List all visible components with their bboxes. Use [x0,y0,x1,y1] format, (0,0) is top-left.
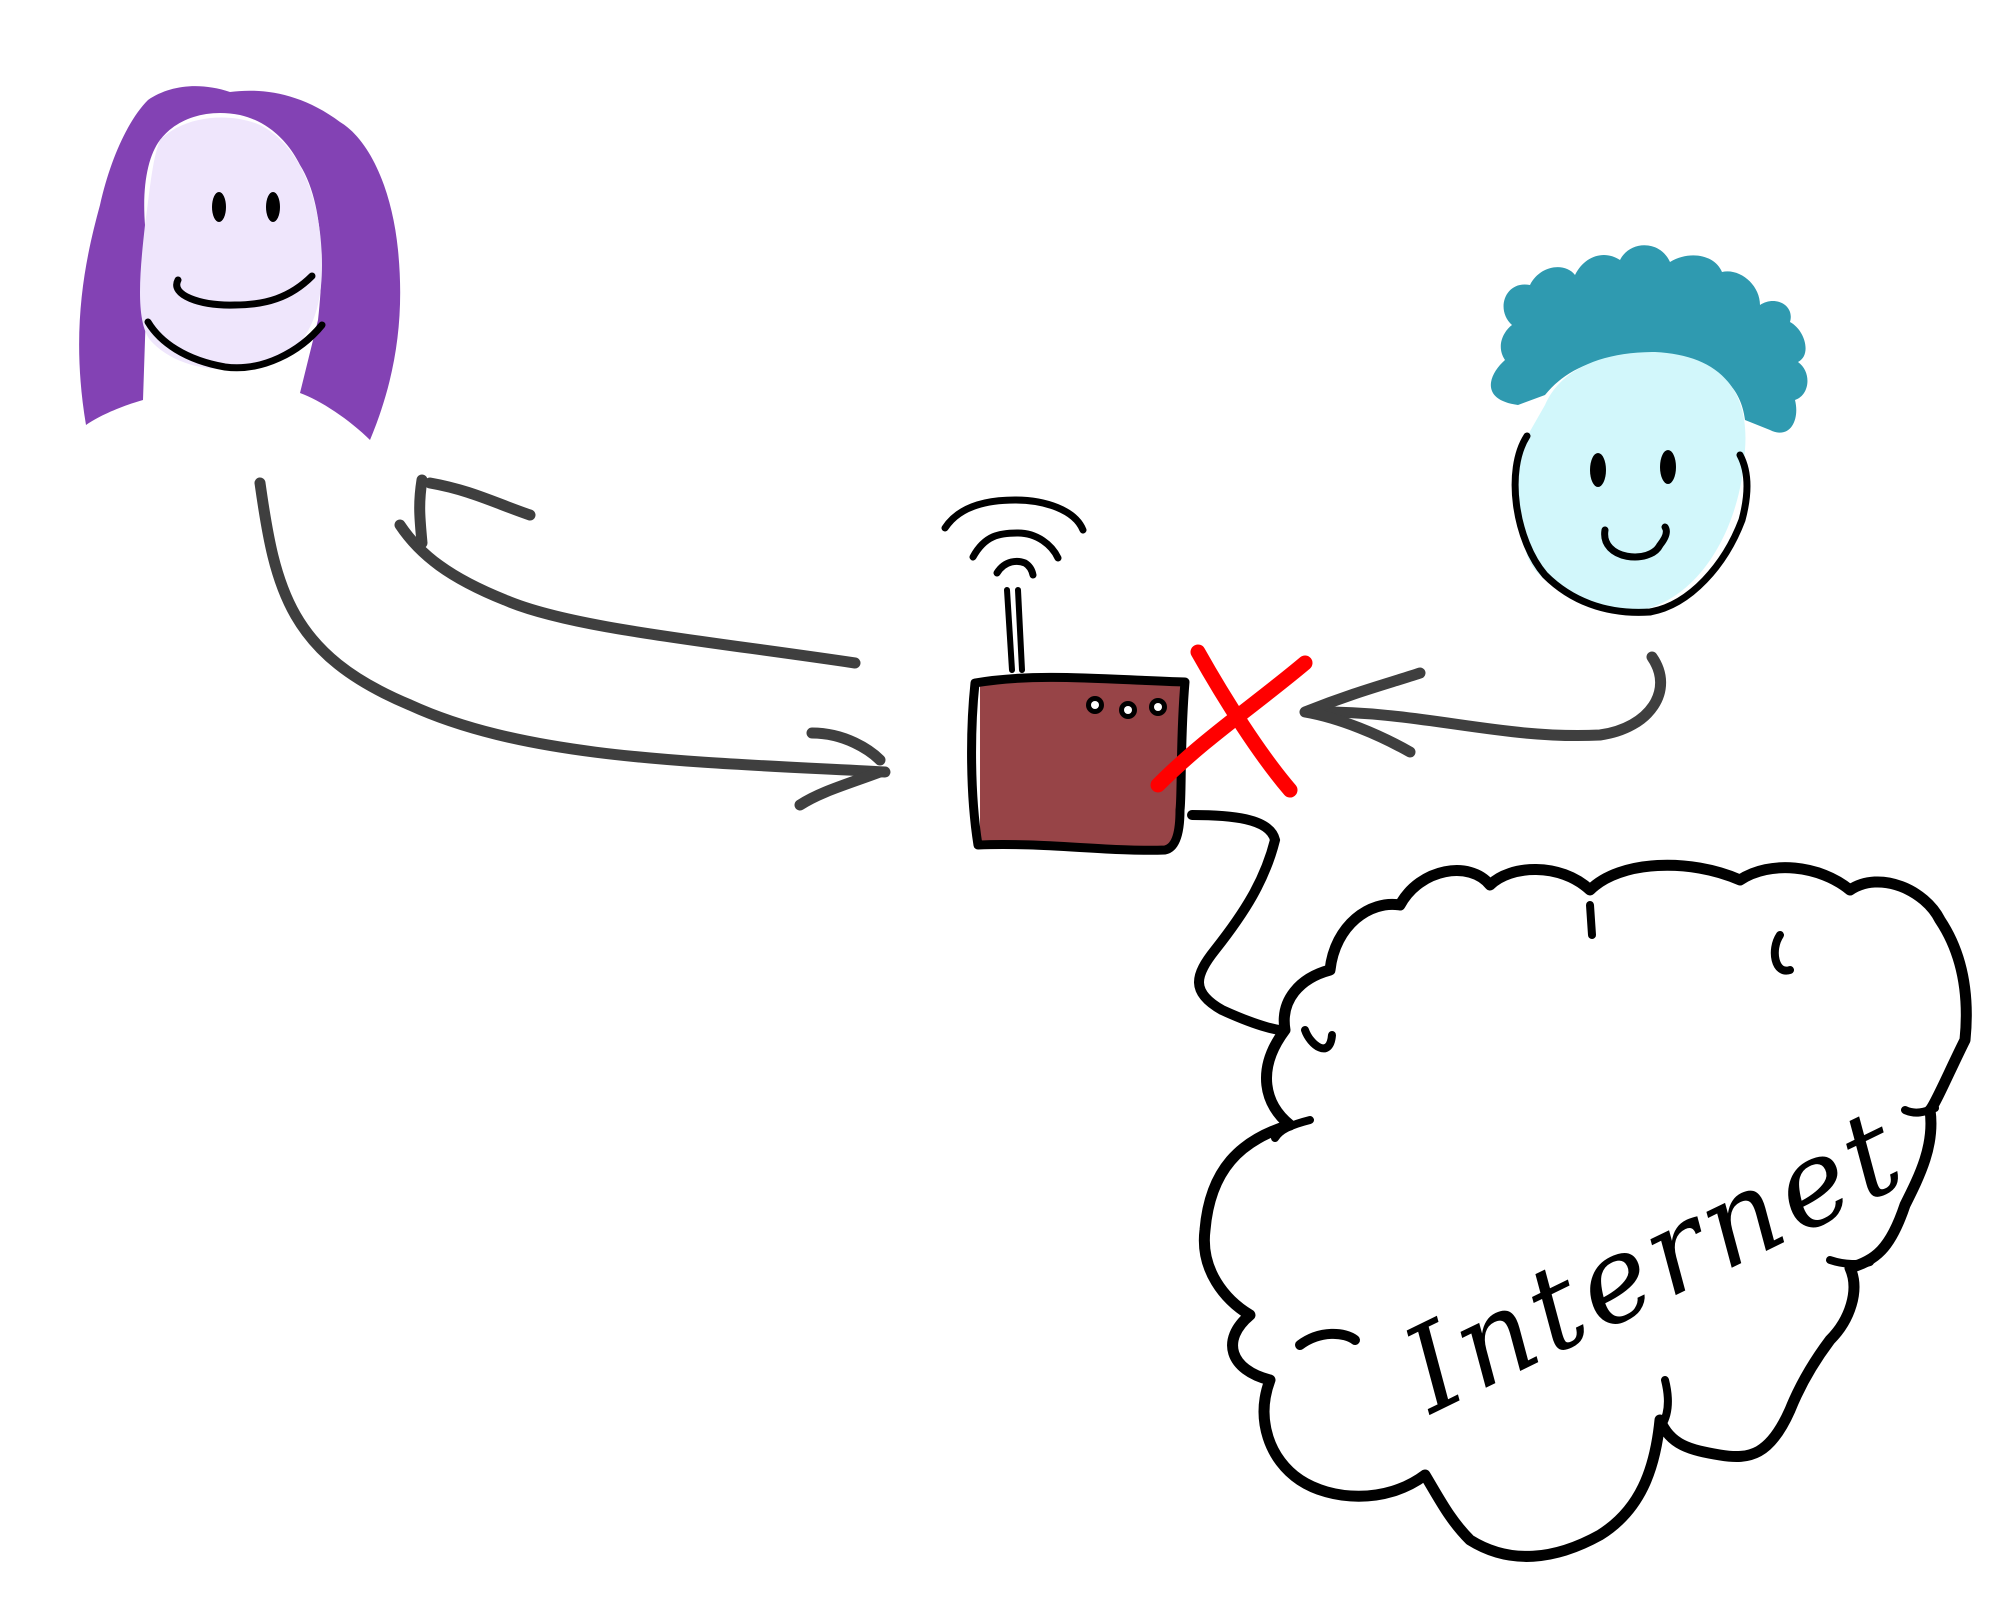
arrow-bob-to-router-head [1299,667,1426,758]
person-bob [1490,245,1808,616]
person-alice [79,86,401,440]
wifi-arc-middle [969,529,1062,562]
router-cloud-cable [1187,810,1308,1038]
alice-face [140,117,322,370]
router-body [980,675,1182,850]
bob-hair [1490,245,1808,433]
blocked-x-icon [1150,644,1313,798]
bob-left-eye [1590,453,1606,487]
alice-left-eye [212,192,226,222]
wifi-router [941,496,1190,855]
arrows [254,474,1667,811]
arrow-bob-to-router [1304,651,1667,742]
alice-right-eye [266,192,280,222]
bob-right-eye [1660,450,1676,484]
arrow-alice-to-router-head [794,727,886,811]
bob-face [1518,352,1746,611]
internet-cloud-icon [1198,859,1972,1562]
arrow-alice-to-router [254,477,891,778]
wifi-arc-inner [993,557,1037,579]
bob-face-outline [1511,432,1751,616]
bob-smile [1601,523,1670,561]
alice-hair [79,86,401,440]
alice-smile [173,272,316,309]
arrow-router-to-alice [394,519,861,669]
arrow-router-to-alice-head [414,474,536,549]
internet-cloud: Internet [1198,859,1972,1562]
router-outline [967,672,1190,855]
wifi-arc-outer [941,496,1087,534]
alice-jaw-outline [144,318,326,372]
router-antenna [1004,587,1025,673]
